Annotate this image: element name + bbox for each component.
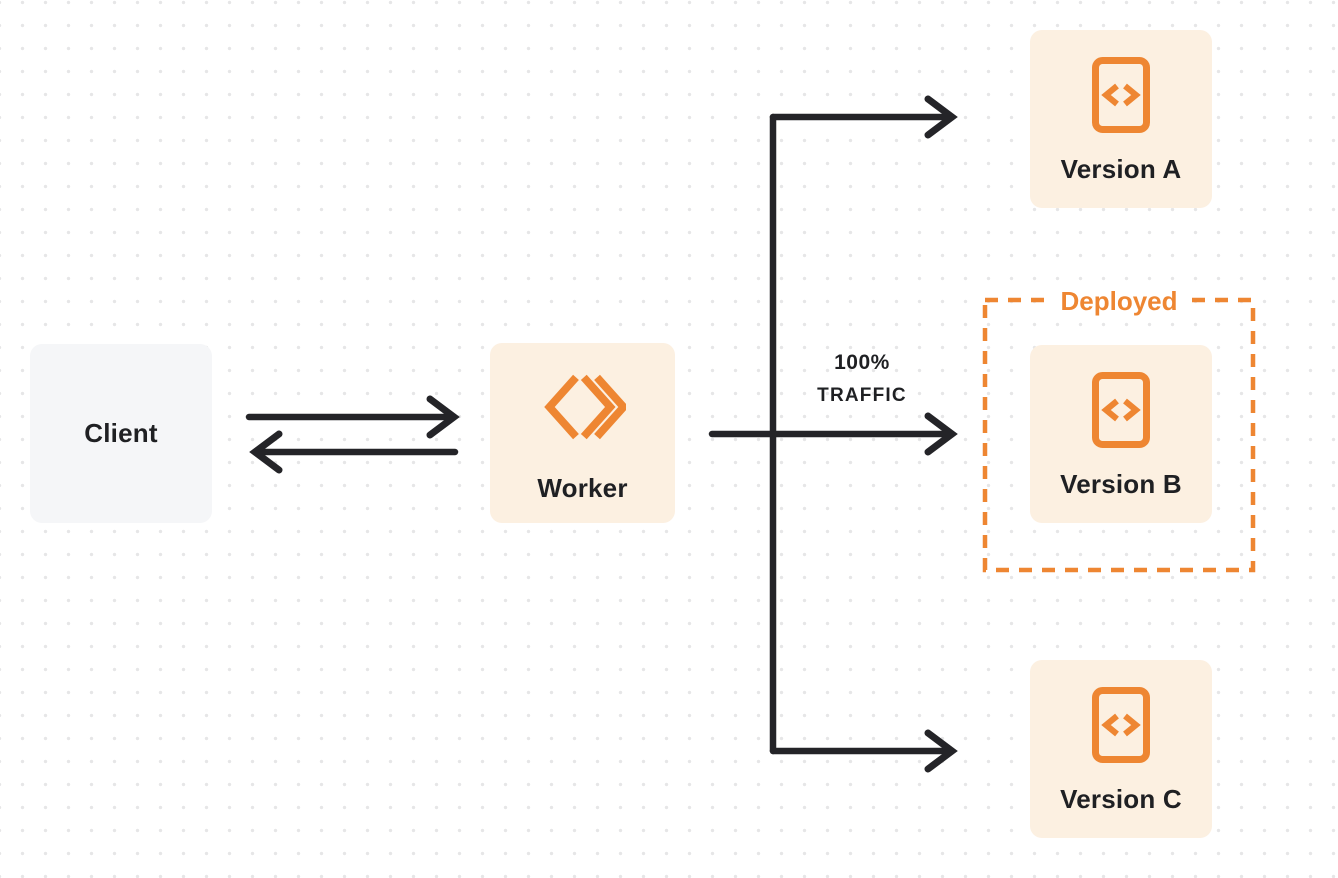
code-file-icon [1092, 372, 1150, 453]
code-file-icon [1092, 57, 1150, 138]
client-to-worker-arrow [245, 395, 460, 439]
traffic-label: 100% TRAFFIC [817, 350, 907, 409]
branch-to-version-c-arrow [769, 729, 958, 773]
traffic-branch-line [708, 113, 948, 755]
code-file-icon [1092, 687, 1150, 768]
version-a-node: Version A [1030, 30, 1212, 208]
version-b-node: Version B [1030, 345, 1212, 523]
version-a-label: Version A [1060, 154, 1182, 184]
deployed-group-label: Deployed [1048, 286, 1190, 316]
branch-to-version-a-arrow [769, 95, 958, 139]
worker-label: Worker [537, 473, 628, 503]
client-node: Client [30, 344, 212, 523]
version-b-label: Version B [1060, 469, 1182, 499]
traffic-word: TRAFFIC [817, 385, 907, 406]
traffic-to-version-b-arrow [924, 412, 958, 456]
client-label: Client [84, 418, 158, 448]
worker-to-client-arrow [249, 430, 459, 474]
version-c-label: Version C [1060, 784, 1182, 814]
version-c-node: Version C [1030, 660, 1212, 838]
worker-node: Worker [490, 343, 675, 523]
traffic-percentage: 100% [834, 351, 890, 374]
workers-chevrons-icon [540, 368, 629, 451]
